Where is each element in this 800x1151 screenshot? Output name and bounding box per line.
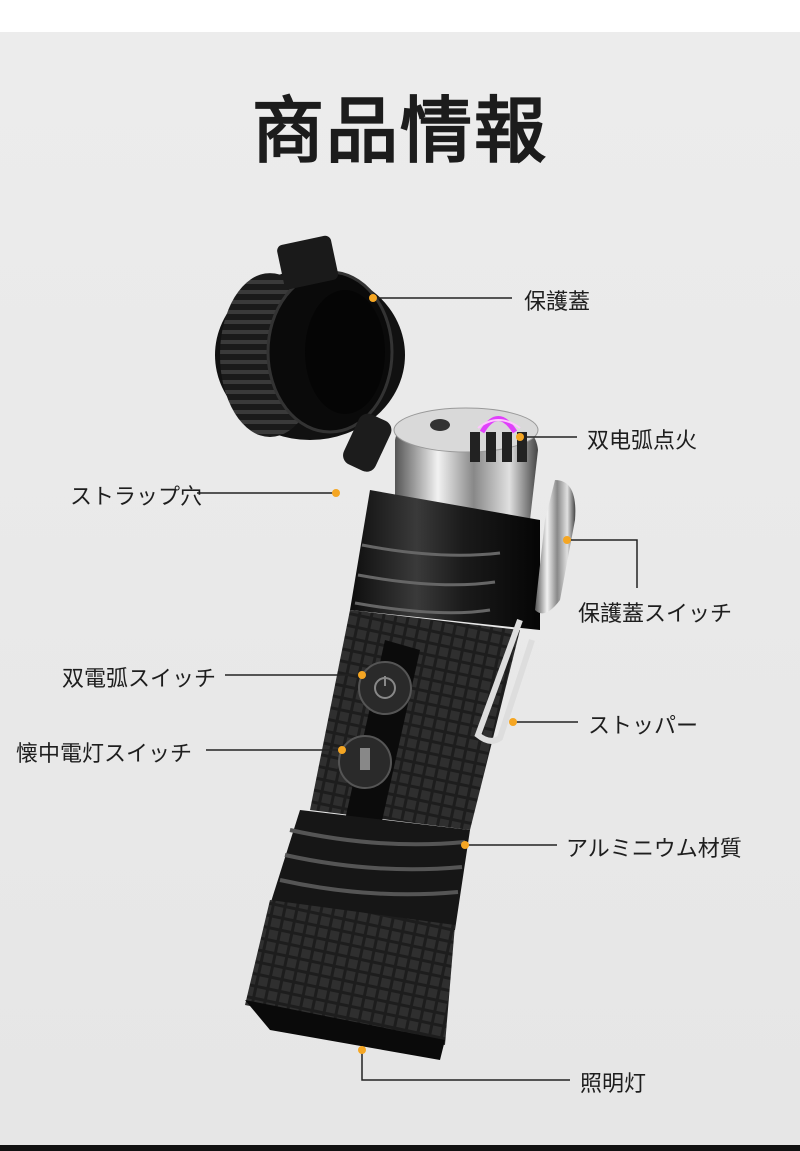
lighter-body <box>245 407 576 1060</box>
page-title: 商品情報 <box>251 89 548 173</box>
label-flashlight-switch: 懐中電灯スイッチ <box>16 742 193 767</box>
label-strap-hole: ストラップ穴 <box>70 485 203 510</box>
callout-dots <box>332 294 571 1054</box>
label-protective-cover: 保護蓋 <box>524 290 591 315</box>
callout-lines <box>197 297 638 1081</box>
label-stopper: ストッパー <box>588 714 699 739</box>
label-cover-switch: 保護蓋スイッチ <box>578 602 733 627</box>
label-lighting: 照明灯 <box>580 1072 647 1097</box>
protective-cap <box>215 235 405 472</box>
label-dual-arc-ignition: 双电弧点火 <box>587 429 698 454</box>
bottom-border <box>0 1145 800 1151</box>
label-aluminium-material: アルミニウム材質 <box>566 837 742 862</box>
label-dual-arc-switch: 双電弧スイッチ <box>62 667 217 692</box>
